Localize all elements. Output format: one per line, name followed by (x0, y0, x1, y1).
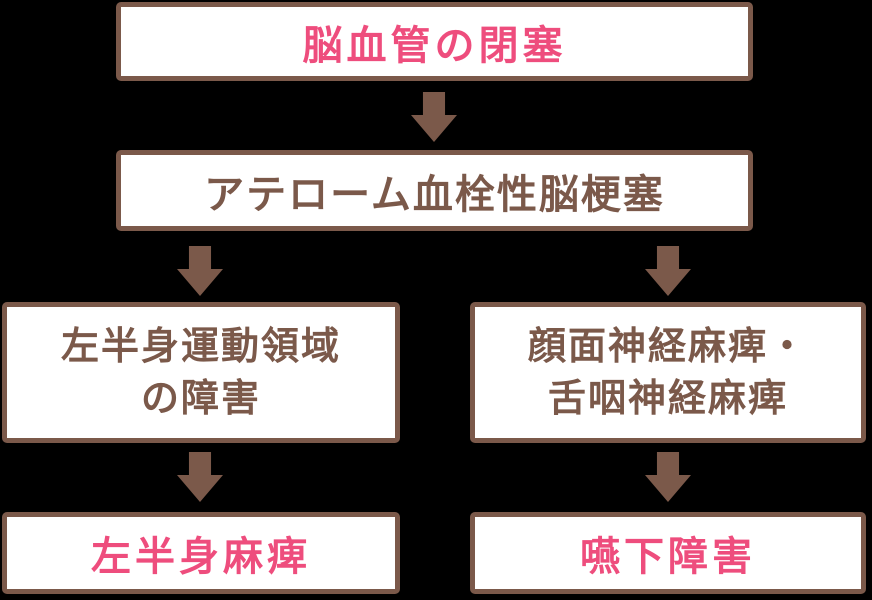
node-atherothrombotic-cerebral-infarction: アテローム血栓性脳梗塞 (116, 150, 753, 231)
node-dysphagia: 嚥下障害 (470, 512, 866, 594)
down-arrow-icon (177, 452, 223, 502)
node-label-line1: 顔面神経麻痺・ (527, 325, 808, 368)
down-arrow-icon (411, 92, 457, 142)
node-facial-and-glossopharyngeal-nerve-palsy: 顔面神経麻痺・ 舌咽神経麻痺 (470, 302, 866, 443)
node-label-line1: 左半身運動領域 (60, 325, 341, 368)
node-label: アテローム血栓性脳梗塞 (204, 172, 665, 217)
node-label-line2: 舌咽神経麻痺 (547, 377, 788, 420)
node-cerebral-vessel-occlusion: 脳血管の閉塞 (116, 2, 753, 81)
down-arrow-icon (645, 452, 691, 502)
node-label: 嚥下障害 (580, 535, 756, 579)
node-label: 左半身麻痺 (91, 535, 311, 579)
down-arrow-icon (177, 246, 223, 296)
node-left-hemiplegia: 左半身麻痺 (2, 512, 400, 594)
down-arrow-icon (645, 246, 691, 296)
node-label: 脳血管の閉塞 (302, 23, 567, 68)
node-label-line2: の障害 (140, 377, 261, 420)
node-left-body-motor-area-disorder: 左半身運動領域 の障害 (2, 302, 400, 443)
